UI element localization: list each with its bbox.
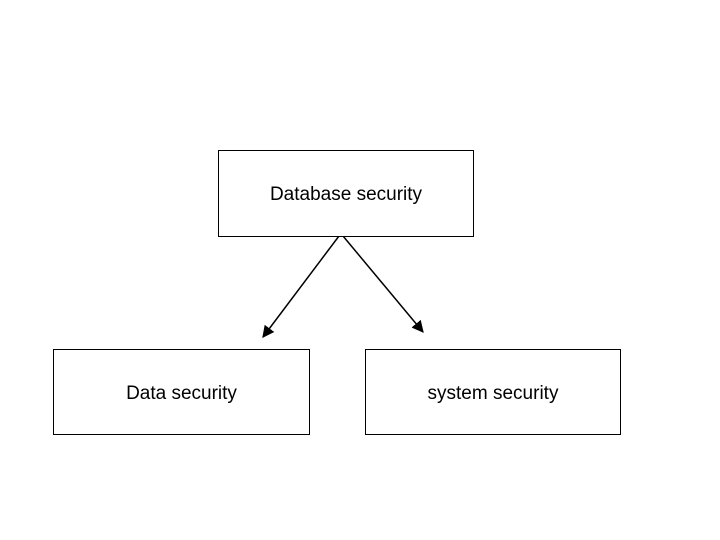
data-security-box: Data security xyxy=(53,349,310,435)
arrow-to-system-security xyxy=(342,235,424,333)
data-security-label: Data security xyxy=(126,382,237,404)
database-security-box: Database security xyxy=(218,150,474,237)
arrow-to-data-security xyxy=(262,235,340,338)
system-security-label: system security xyxy=(427,382,559,404)
database-security-label: Database security xyxy=(269,183,423,205)
system-security-box: system security xyxy=(365,349,621,435)
